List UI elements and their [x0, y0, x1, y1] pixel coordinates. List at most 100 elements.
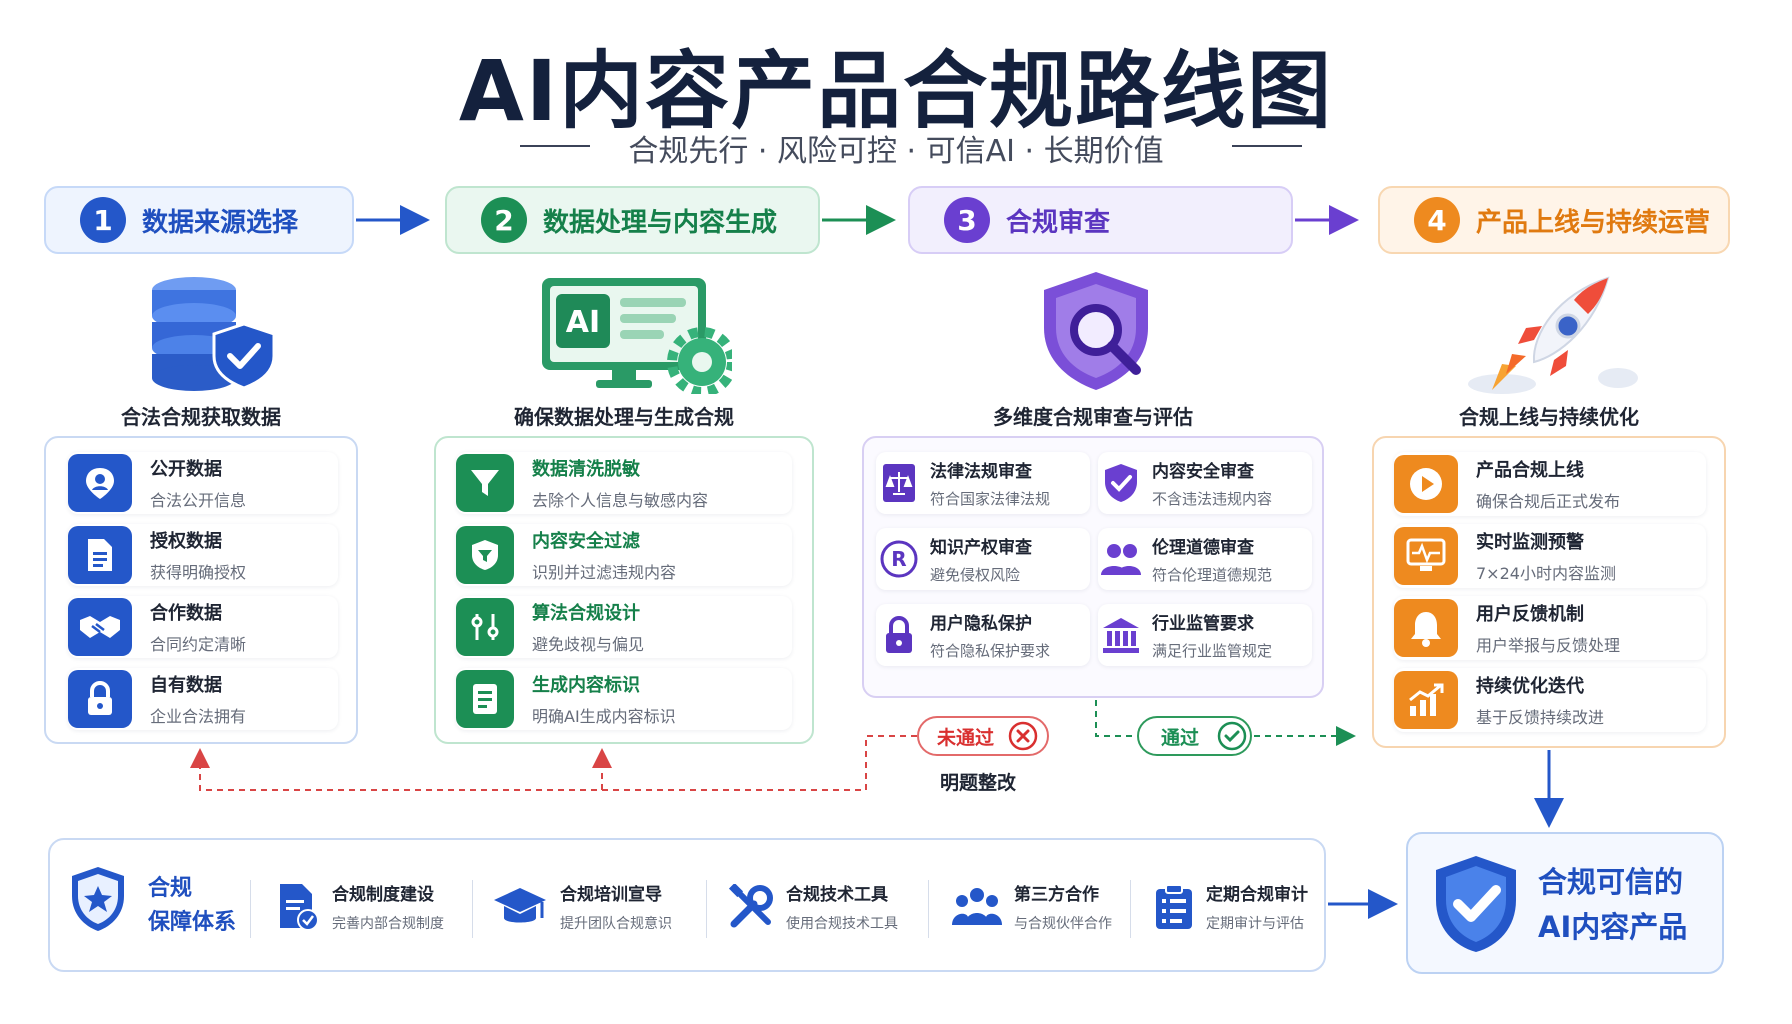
- review-panel: 法律法规审查符合国家法律法规 内容安全审查不含违法违规内容 R 知识产权审查避免…: [862, 436, 1324, 698]
- fail-label: 未通过: [937, 726, 995, 749]
- pass-line: [1095, 700, 1137, 737]
- pass-badge: 通过: [1137, 716, 1252, 756]
- source-title: 授权数据: [150, 531, 222, 552]
- guarantee-heading: 合规 保障体系: [148, 872, 248, 940]
- subtitle-line-left: [520, 145, 590, 147]
- stage-4-header: 4 产品上线与持续运营: [1378, 186, 1730, 254]
- ops-item-launch: 产品合规上线确保合规后正式发布: [1394, 452, 1706, 516]
- review-title: 知识产权审查: [930, 538, 1032, 558]
- policy-doc-icon: [280, 883, 319, 931]
- review-item-ethics: 伦理道德审查符合伦理道德规范: [1098, 528, 1312, 590]
- source-title: 自有数据: [150, 675, 222, 696]
- pass-label: 通过: [1161, 726, 1200, 749]
- review-item-content-safety: 内容安全审查不含违法违规内容: [1098, 452, 1312, 514]
- source-item-cooperation: 合作数据合同约定清晰: [68, 596, 338, 658]
- process-desc: 去除个人信息与敏感内容: [532, 491, 709, 510]
- guarantee-item-partners: 第三方合作与合规伙伴合作: [952, 880, 1112, 933]
- ai-monitor-gear-icon: AI: [542, 278, 732, 394]
- review-desc: 避免侵权风险: [930, 566, 1021, 584]
- guarantee-desc: 使用合规技术工具: [786, 916, 898, 932]
- review-title: 行业监管要求: [1152, 614, 1254, 634]
- source-desc: 获得明确授权: [150, 563, 247, 582]
- clipboard-icon: [1156, 883, 1192, 929]
- rocket-icon: [1468, 276, 1638, 394]
- guarantee-divider: [250, 880, 251, 938]
- document-icon: [68, 526, 132, 584]
- people-icon: [1098, 536, 1144, 582]
- guarantee-item-training: 合规培训宣导提升团队合规意识: [492, 880, 672, 933]
- data-sources-panel: 公开数据合法公开信息 授权数据获得明确授权 合作数据合同约定清晰 自有数据企业合…: [44, 436, 358, 744]
- stage-4-number: 4: [1414, 197, 1460, 243]
- tools-icon: [728, 883, 773, 927]
- rectification-label: 明题整改: [940, 772, 1017, 794]
- review-desc: 符合隐私保护要求: [930, 642, 1051, 660]
- process-title: 生成内容标识: [532, 675, 640, 696]
- sliders-icon: [456, 598, 514, 656]
- stage-1-number: 1: [80, 197, 126, 243]
- stage-3-header: 3 合规审查: [908, 186, 1293, 254]
- lock-icon: [68, 670, 132, 728]
- guarantee-title: 合规培训宣导: [560, 885, 662, 905]
- handshake-icon: [68, 598, 132, 656]
- svg-text:R: R: [891, 547, 906, 571]
- ops-desc: 用户举报与反馈处理: [1476, 636, 1621, 655]
- result-text: 合规可信的 AI内容产品: [1538, 860, 1687, 950]
- guarantee-title: 第三方合作: [1014, 885, 1099, 905]
- review-title: 内容安全审查: [1152, 462, 1254, 482]
- review-desc: 符合伦理道德规范: [1152, 566, 1273, 584]
- ops-item-feedback: 用户反馈机制用户举报与反馈处理: [1394, 596, 1706, 660]
- fail-badge: 未通过: [917, 716, 1049, 756]
- page-title: AI内容产品合规路线图: [458, 42, 1334, 140]
- guarantee-title: 合规制度建设: [332, 885, 434, 905]
- review-desc: 符合国家法律法规: [930, 490, 1051, 508]
- guarantee-divider: [472, 880, 473, 938]
- stage-2-header: 2 数据处理与内容生成: [445, 186, 820, 254]
- source-item-public: 公开数据合法公开信息: [68, 452, 338, 514]
- graduation-cap-icon: [494, 887, 546, 922]
- review-item-industry: 行业监管要求满足行业监管规定: [1098, 604, 1312, 666]
- compliance-guarantee-bar: [48, 838, 1326, 972]
- page-subtitle: 合规先行 · 风险可控 · 可信AI · 长期价值: [628, 134, 1164, 169]
- stage-2-label: 数据处理与内容生成: [543, 207, 778, 238]
- shield-magnifier-icon: [1044, 272, 1148, 390]
- column-2-caption: 确保数据处理与生成合规: [514, 405, 734, 429]
- guarantee-title: 合规技术工具: [786, 885, 888, 905]
- subtitle-line-right: [1232, 145, 1302, 147]
- team-icon: [952, 887, 1002, 925]
- process-desc: 明确AI生成内容标识: [532, 707, 676, 726]
- guarantee-heading-line2: 保障体系: [148, 910, 237, 935]
- process-title: 算法合规设计: [532, 603, 640, 624]
- guarantee-title: 定期合规审计: [1206, 885, 1308, 905]
- ops-title: 产品合规上线: [1476, 460, 1584, 481]
- guarantee-divider: [1130, 880, 1131, 938]
- ops-desc: 基于反馈持续改进: [1476, 708, 1605, 727]
- process-item-labeling: 生成内容标识明确AI生成内容标识: [456, 668, 792, 730]
- source-desc: 合同约定清晰: [150, 635, 247, 654]
- process-item-cleaning: 数据清洗脱敏去除个人信息与敏感内容: [456, 452, 792, 514]
- user-location-icon: [68, 454, 132, 512]
- process-title: 数据清洗脱敏: [532, 459, 640, 480]
- source-item-owned: 自有数据企业合法拥有: [68, 668, 338, 730]
- column-3-caption: 多维度合规审查与评估: [993, 405, 1193, 429]
- guarantee-desc: 与合规伙伴合作: [1014, 916, 1112, 932]
- stage-1-header: 1 数据来源选择: [44, 186, 354, 254]
- filter-icon: [456, 454, 514, 512]
- result-line1: 合规可信的: [1538, 865, 1684, 899]
- shield-check-large-icon: [1436, 856, 1516, 952]
- government-icon: [1098, 612, 1144, 658]
- review-desc: 不含违法违规内容: [1152, 490, 1273, 508]
- stage-1-label: 数据来源选择: [142, 207, 299, 238]
- review-desc: 满足行业监管规定: [1152, 642, 1273, 660]
- review-item-privacy: 用户隐私保护符合隐私保护要求: [876, 604, 1090, 666]
- guarantee-item-tools: 合规技术工具使用合规技术工具: [728, 880, 898, 933]
- ops-item-iterate: 持续优化迭代基于反馈持续改进: [1394, 668, 1706, 732]
- guarantee-divider: [706, 880, 707, 938]
- stage-2-number: 2: [481, 197, 527, 243]
- shield-filter-icon: [456, 526, 514, 584]
- check-circle-icon: [1217, 721, 1247, 751]
- source-desc: 合法公开信息: [150, 491, 247, 510]
- registered-icon: R: [876, 536, 922, 582]
- ops-title: 持续优化迭代: [1476, 676, 1584, 697]
